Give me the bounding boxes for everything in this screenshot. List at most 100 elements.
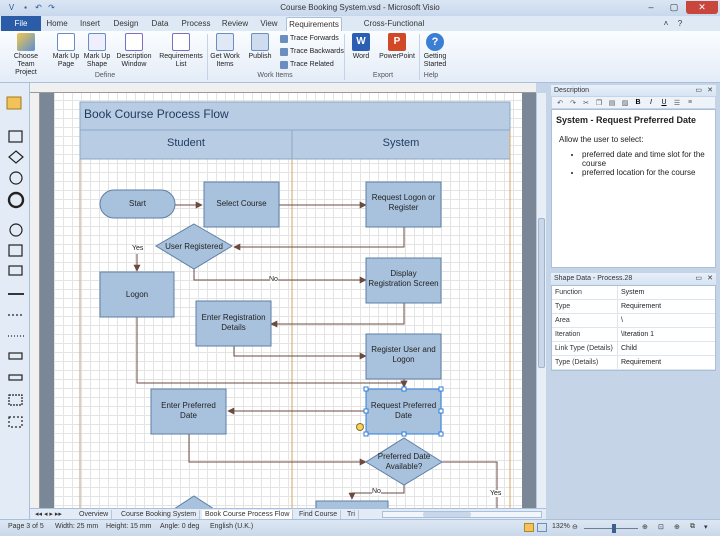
visio-app-icon[interactable]: V <box>8 3 15 12</box>
redo-icon[interactable]: ↷ <box>48 3 55 12</box>
shape-register-user[interactable] <box>365 333 442 380</box>
mark-up-shape-button[interactable]: Mark Up Shape <box>82 33 112 69</box>
tab-cross-functional-flowchart[interactable]: Cross-Functional Flowchart <box>363 19 425 42</box>
underline-icon[interactable]: U <box>661 99 667 106</box>
connector-registered-display[interactable] <box>193 256 367 284</box>
connector-request-registered[interactable] <box>233 227 405 251</box>
status-angle[interactable]: Angle: 0 deg <box>160 523 200 530</box>
description-body[interactable]: System - Request Preferred Date Allow th… <box>551 109 716 268</box>
connector-enter-register[interactable] <box>233 346 367 360</box>
shape-select-course[interactable] <box>203 181 280 228</box>
fit-page-icon[interactable]: ⊡ <box>658 524 664 531</box>
choose-team-project-button[interactable]: Choose Team Project <box>6 33 46 77</box>
undo-icon[interactable]: ↶ <box>35 3 42 12</box>
page-nav-arrows[interactable]: ◂◂ ◂ ▸ ▸▸ <box>35 511 62 518</box>
lane-header-system[interactable] <box>291 129 511 160</box>
zoom-out-icon[interactable]: ⊖ <box>572 524 578 531</box>
save-icon[interactable]: ▪ <box>24 3 27 12</box>
shape-user-registered[interactable] <box>155 223 233 270</box>
shape-request-logon[interactable] <box>365 181 442 228</box>
connector-enterpreferred-available[interactable] <box>188 434 367 466</box>
trace-backwards-button[interactable]: Trace Backwards <box>280 47 344 56</box>
paste-icon[interactable]: ▤ <box>608 99 616 107</box>
vertical-scrollbar[interactable] <box>536 93 546 508</box>
stencil-circle-shape[interactable] <box>9 171 23 185</box>
bullet-list-icon[interactable]: ☰ <box>673 99 681 107</box>
tab-insert[interactable]: Insert <box>79 19 100 28</box>
getting-started-button[interactable]: ? Getting Started <box>420 33 450 69</box>
page-tab-overview[interactable]: Overview <box>76 510 113 520</box>
connector-available-yes[interactable] <box>442 461 498 508</box>
maximize-button[interactable]: ▢ <box>669 2 679 12</box>
italic-icon[interactable]: I <box>650 99 652 106</box>
normal-view-icon[interactable] <box>524 523 534 532</box>
word-button[interactable]: W Word <box>348 33 374 61</box>
stencil-group-dashed[interactable] <box>8 416 23 428</box>
copy-icon[interactable]: ❐ <box>595 99 603 107</box>
stencil-end-event-shape[interactable] <box>7 191 25 209</box>
powerpoint-button[interactable]: P PowerPoint <box>377 33 417 61</box>
drawing-page[interactable]: Book Course Process Flow Student System … <box>54 93 522 508</box>
stencil-data-object[interactable] <box>8 374 23 381</box>
switch-windows-icon[interactable]: ⧉ <box>690 523 695 530</box>
shape-display-registration[interactable] <box>365 257 442 304</box>
trace-related-button[interactable]: Trace Related <box>280 60 334 69</box>
zoom-slider[interactable] <box>584 528 638 529</box>
vertical-scroll-thumb[interactable] <box>538 218 545 368</box>
pan-zoom-icon[interactable]: ⊕ <box>674 524 680 531</box>
get-work-items-button[interactable]: Get Work Items <box>208 33 242 69</box>
pool-header[interactable] <box>79 101 511 131</box>
stencil-subprocess-shape[interactable] <box>8 244 23 257</box>
minimize-button[interactable]: – <box>648 2 654 12</box>
tab-design[interactable]: Design <box>113 19 139 28</box>
stencil-dashed-box[interactable] <box>8 394 23 406</box>
horizontal-scrollbar[interactable] <box>382 511 542 518</box>
stencil-text-annotation[interactable] <box>8 352 23 360</box>
stencil-event-shape[interactable] <box>9 223 23 237</box>
close-button[interactable]: ✕ <box>686 1 718 14</box>
status-height[interactable]: Height: 15 mm <box>106 523 152 530</box>
status-page[interactable]: Page 3 of 5 <box>8 523 44 530</box>
tab-file[interactable]: File <box>1 16 41 31</box>
page-tab-course-booking-system[interactable]: Course Booking System <box>118 510 201 520</box>
tab-home[interactable]: Home <box>46 19 68 28</box>
selection-handles[interactable] <box>363 386 444 437</box>
tab-view[interactable]: View <box>260 19 278 28</box>
help-icon[interactable]: ? <box>677 19 683 28</box>
shape-enter-preferred[interactable] <box>150 388 227 435</box>
shape-logon[interactable] <box>99 271 175 318</box>
format-painter-icon[interactable]: ▨ <box>621 99 629 107</box>
shape-partial-bottom[interactable] <box>315 500 389 508</box>
page-tab-find-course[interactable]: Find Course <box>296 510 342 520</box>
ribbon-minimize-icon[interactable]: ˄ <box>663 19 669 28</box>
numbered-list-icon[interactable]: ≡ <box>687 99 693 106</box>
connector-display-enter[interactable] <box>270 303 405 328</box>
cut-icon[interactable]: ✂ <box>583 99 589 107</box>
drawing-canvas[interactable]: Book Course Process Flow Student System … <box>40 93 536 508</box>
pane-restore-icon[interactable]: ▭ <box>695 87 702 94</box>
shape-data-value[interactable]: System <box>621 289 645 296</box>
full-screen-icon[interactable] <box>537 523 547 532</box>
redo-icon[interactable]: ↷ <box>570 99 576 107</box>
zoom-in-icon[interactable]: ⊕ <box>642 524 648 531</box>
tab-review[interactable]: Review <box>221 19 249 28</box>
description-window-button[interactable]: Description Window <box>114 33 154 69</box>
stencil-group-shape[interactable] <box>8 265 23 276</box>
tab-requirements[interactable]: Requirements <box>286 17 342 31</box>
shape-data-row[interactable]: Link Type (Details)Child <box>552 342 715 356</box>
window-options-icon[interactable]: ▾ <box>704 524 708 531</box>
pane-close-icon[interactable]: ✕ <box>707 275 713 282</box>
pane-close-icon[interactable]: ✕ <box>707 87 713 94</box>
stencil-decision-shape[interactable] <box>8 150 24 164</box>
shape-data-value[interactable]: \ <box>621 317 623 324</box>
link-indicator-icon[interactable] <box>356 423 364 431</box>
shape-data-value[interactable]: \Iteration 1 <box>621 331 655 338</box>
status-width[interactable]: Width: 25 mm <box>55 523 99 530</box>
shape-data-value[interactable]: Child <box>621 345 637 352</box>
page-tab-book-course-process-flow[interactable]: Book Course Process Flow <box>202 510 294 520</box>
tab-data[interactable]: Data <box>151 19 169 28</box>
undo-icon[interactable]: ↶ <box>557 99 563 107</box>
trace-forwards-button[interactable]: Trace Forwards <box>280 34 339 43</box>
